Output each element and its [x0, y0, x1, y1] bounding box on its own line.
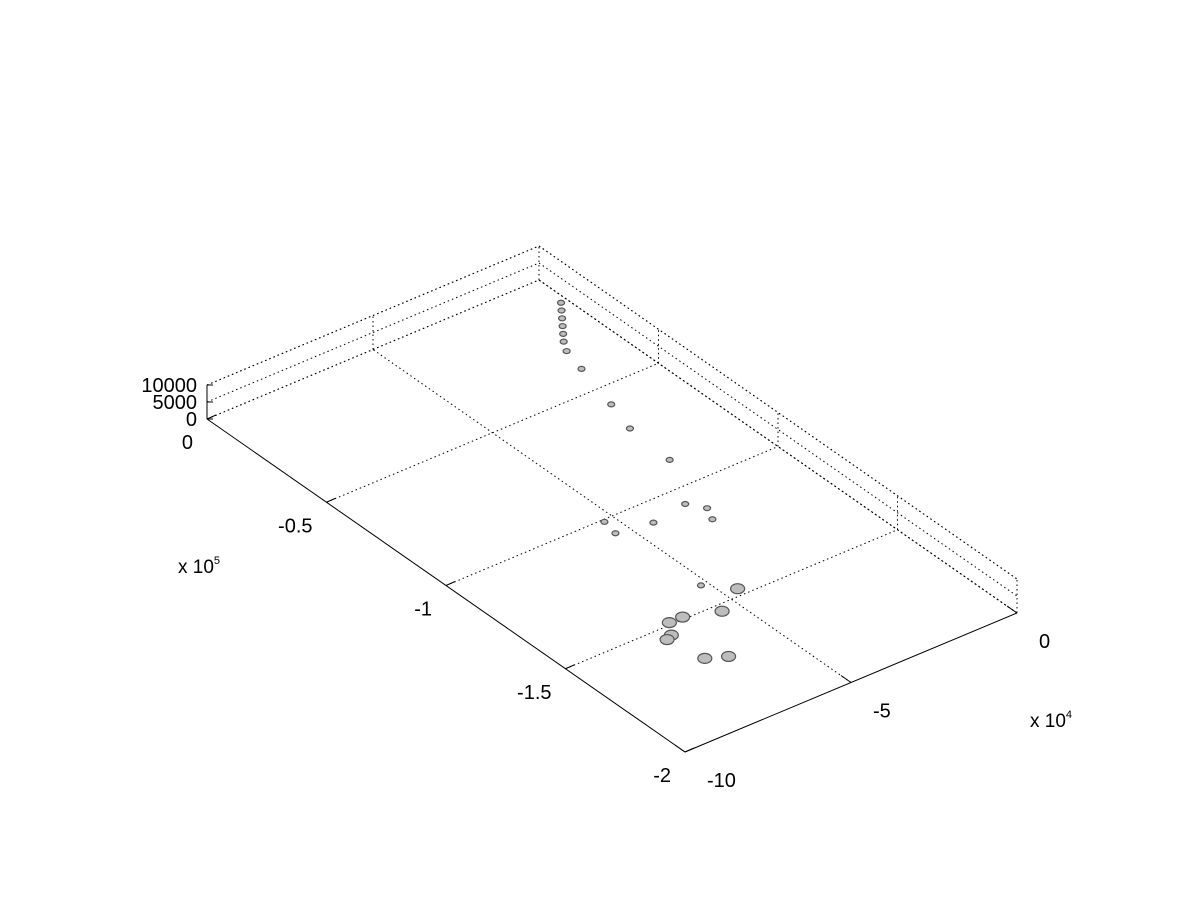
z-tick-label: 10000: [141, 375, 197, 397]
y-tick-label: -1.5: [517, 682, 551, 704]
data-point: [556, 299, 566, 306]
data-point: [611, 530, 620, 537]
y-multiplier-label: x 105: [178, 555, 220, 578]
y-multiplier-label-exponent: 5: [214, 555, 220, 567]
data-point: [675, 611, 691, 623]
y-tick-mark: [445, 581, 456, 586]
data-point: [720, 650, 737, 663]
data-point: [557, 307, 566, 314]
y-tick-label: -1: [414, 599, 432, 621]
x-multiplier-label-exponent: 4: [1066, 709, 1072, 721]
y-tick-mark: [326, 497, 336, 503]
z-tick-label: 0: [186, 409, 197, 431]
y-tick-label: -0.5: [278, 515, 312, 537]
grid-line: [565, 529, 898, 670]
data-point: [714, 605, 730, 617]
grid-line: [206, 279, 540, 420]
grid-line: [372, 349, 852, 683]
data-point: [559, 330, 568, 337]
data-point: [696, 582, 706, 589]
x-tick-mark: [840, 675, 852, 683]
data-point: [697, 652, 713, 665]
data-point: [607, 401, 616, 408]
y-tick-label: -2: [653, 765, 671, 787]
z-tick-label: 5000: [153, 392, 198, 414]
x-multiplier-label: x 104: [1030, 709, 1072, 732]
grid-line: [538, 262, 1018, 597]
y-tick-label: 0: [182, 432, 193, 454]
grid-line: [445, 446, 779, 586]
x-tick-mark: [674, 744, 686, 753]
data-marks-layer: [556, 299, 746, 665]
data-point: [702, 505, 712, 512]
grid-line: [206, 245, 540, 386]
x-tick-mark: [1006, 605, 1018, 614]
data-point: [559, 338, 568, 345]
data-point: [665, 456, 674, 463]
y-tick-mark: [684, 747, 695, 753]
grid-line: [206, 245, 540, 386]
axis-layer: [206, 384, 1018, 753]
data-point: [558, 322, 567, 330]
data-point: [557, 315, 567, 322]
data-point: [708, 516, 717, 523]
data-point: [730, 583, 746, 595]
grid-line: [206, 262, 540, 403]
y-tick-mark: [206, 414, 217, 420]
data-point: [659, 633, 675, 646]
y-tick-mark: [565, 664, 575, 670]
x-tick-label: 0: [1039, 631, 1050, 653]
grid-line: [326, 362, 659, 503]
grid-line: [538, 245, 1018, 580]
x-tick-label: -10: [707, 770, 736, 792]
grid-layer: [206, 245, 1018, 683]
data-point: [649, 519, 658, 526]
x-tick-label: -5: [873, 701, 891, 723]
data-point: [625, 425, 635, 432]
data-point: [661, 617, 677, 629]
data-point: [681, 500, 690, 508]
data-point: [600, 518, 609, 525]
data-point: [577, 365, 586, 372]
data-point: [562, 347, 571, 355]
